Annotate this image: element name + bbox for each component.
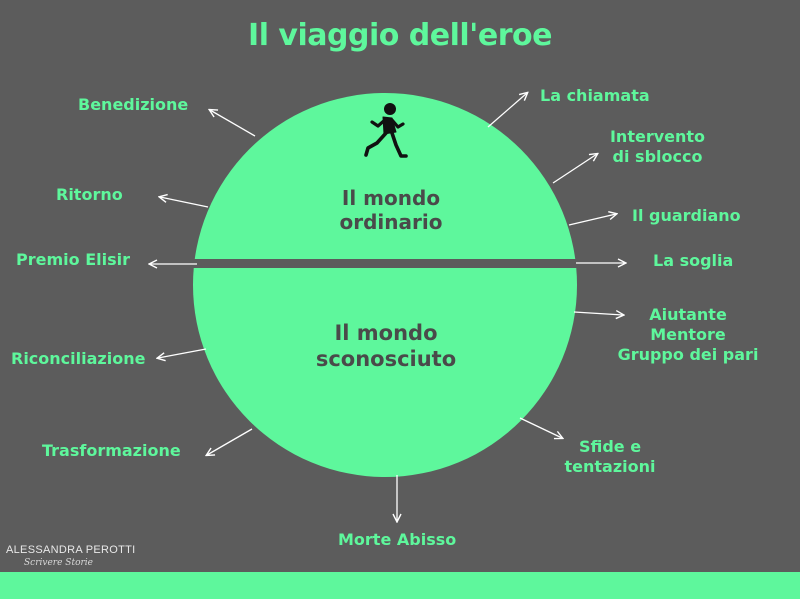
footer-bar [0, 572, 800, 599]
arrow-trasformazione [207, 428, 253, 455]
arrow-riconciliazione [158, 348, 207, 358]
unknown-world-line-1: Il mondo [334, 321, 438, 345]
stage-premio-elisir: Premio Elisir [16, 250, 130, 269]
stage-aiutanti-line-3: Gruppo dei pari [617, 345, 759, 364]
arrow-benedizione [210, 110, 256, 137]
arrows [150, 93, 625, 521]
stage-riconciliazione: Riconciliazione [11, 349, 146, 368]
author-signature: Scrivere Storie [24, 558, 93, 568]
stage-intervento-line-2: di sblocco [612, 147, 703, 166]
unknown-world-half [193, 268, 577, 477]
stage-il-guardiano: Il guardiano [632, 206, 741, 225]
ordinary-world-label: Il mondo ordinario [281, 186, 501, 234]
stage-ritorno: Ritorno [56, 185, 123, 204]
stage-la-chiamata: La chiamata [540, 86, 650, 105]
arrow-la-chiamata [487, 93, 527, 128]
arrow-il-guardiano [568, 214, 616, 226]
author-credit: ALESSANDRA PEROTTI [6, 544, 136, 556]
arrow-ritorno [160, 197, 209, 208]
stage-aiutanti-line-1: Aiutante [649, 305, 727, 324]
threshold-divider [190, 259, 580, 268]
stage-benedizione: Benedizione [78, 95, 189, 114]
stage-la-soglia: La soglia [653, 251, 734, 270]
stage-sfide-line-1: Sfide e [578, 437, 642, 456]
ordinary-world-line-2: ordinario [339, 210, 443, 234]
stage-sfide: Sfide e tentazioni [555, 437, 665, 477]
stage-aiutanti: Aiutante Mentore Gruppo dei pari [608, 305, 768, 365]
stage-sfide-line-2: tentazioni [564, 457, 656, 476]
stage-intervento-line-1: Intervento [609, 127, 706, 146]
stage-morte-abisso: Morte Abisso [338, 530, 457, 549]
stage-aiutanti-line-2: Mentore [650, 325, 726, 344]
ordinary-world-line-1: Il mondo [341, 186, 441, 210]
unknown-world-line-2: sconosciuto [315, 347, 457, 371]
running-person-icon [364, 103, 408, 158]
diagram-title: Il viaggio dell'eroe [248, 18, 552, 53]
stage-intervento: Intervento di sblocco [600, 127, 715, 167]
unknown-world-label: Il mondo sconosciuto [276, 320, 496, 372]
arrow-sfide [519, 417, 562, 438]
world-circle [190, 93, 580, 477]
stage-trasformazione: Trasformazione [42, 441, 181, 460]
ordinary-world-half [194, 93, 576, 259]
arrow-aiutanti [573, 312, 623, 315]
arrow-intervento [552, 154, 597, 184]
